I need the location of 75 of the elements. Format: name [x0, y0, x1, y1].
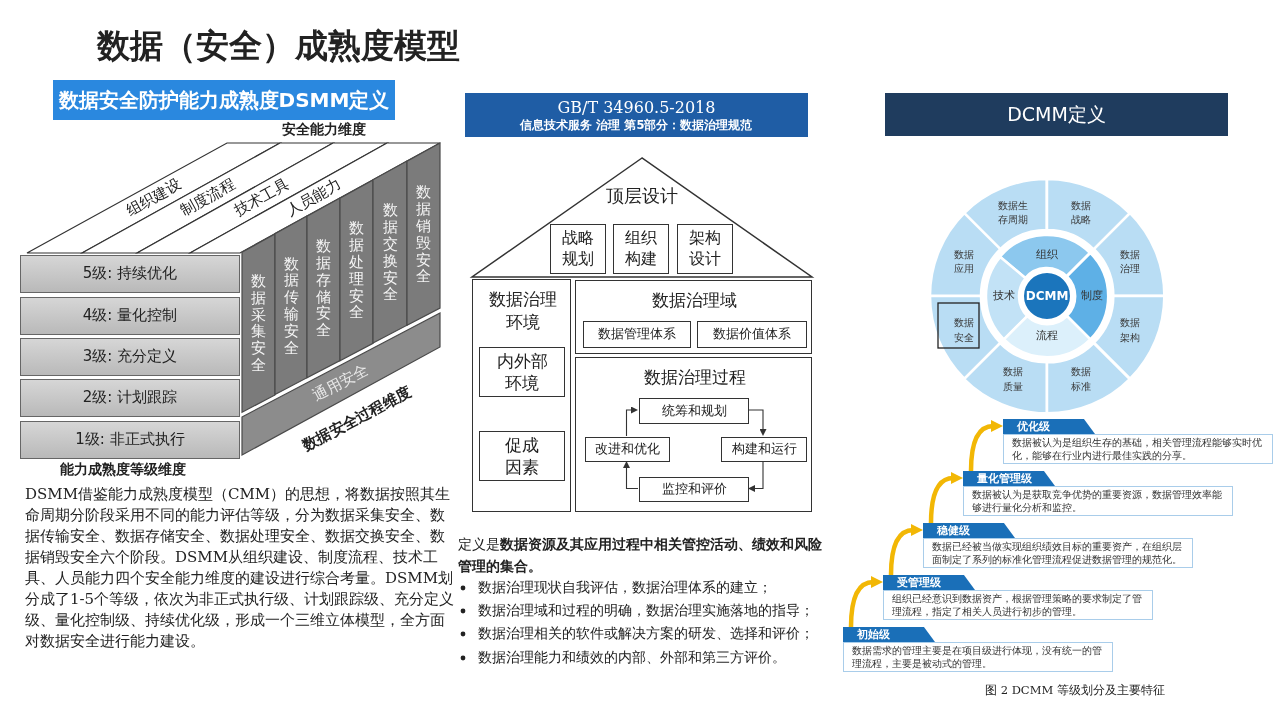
- banner-title: DCMM定义: [1007, 102, 1106, 127]
- level-box: 3级: 充分定义: [20, 338, 240, 376]
- column-label: 数据传输安全: [283, 255, 299, 356]
- bullet-item: 数据治理域和过程的明确，数据治理实施落地的指导；: [478, 602, 814, 620]
- domain-box: 数据管理体系: [583, 321, 691, 348]
- curved-arrow: [888, 524, 923, 576]
- segment-label: 数据安全: [952, 315, 975, 345]
- arrow: [748, 460, 764, 492]
- process-box: 统筹和规划: [639, 398, 749, 424]
- design-box: 战略规划: [550, 224, 606, 274]
- column-label: 数据销毁安全: [416, 184, 431, 285]
- column-label: 数据处理安全: [349, 220, 364, 321]
- segment-label: 数据应用: [952, 247, 975, 276]
- bullet-item: 数据治理相关的软件或解决方案的研发、选择和评价；: [478, 625, 814, 643]
- banner-title: 数据安全防护能力成熟度DSMM定义: [58, 87, 390, 113]
- segment-label: 数据治理: [1119, 247, 1142, 276]
- arrow: [623, 461, 639, 490]
- domain-box: 数据价值体系: [697, 321, 807, 348]
- definition-text: 定义是数据资源及其应用过程中相关管控活动、绩效和风险管理的集合。: [458, 535, 823, 576]
- process-box: 改进和优化: [585, 437, 670, 462]
- level-box: 5级: 持续优化: [20, 255, 240, 293]
- segment-label: 技术: [993, 288, 1015, 304]
- level-box: 2级: 计划跟踪: [20, 379, 240, 417]
- header-banner: [885, 93, 1228, 136]
- design-box: 架构设计: [677, 224, 733, 274]
- factor-box: 内外部环境: [479, 347, 565, 397]
- segment-label: 数据战略: [1070, 198, 1093, 227]
- level-tab: 初始级: [843, 627, 935, 642]
- level-box: 4级: 量化控制: [20, 297, 240, 335]
- panel-heading: 数据治理环境: [487, 288, 558, 334]
- process-box: 构建和运行: [721, 437, 807, 462]
- segment-label: 数据生存周期: [996, 198, 1029, 227]
- description-box: 组织已经意识到数据资产，根据管理策略的要求制定了管理流程，指定了相关人员进行初步的管理。: [883, 590, 1153, 620]
- level-box: 1级: 非正式执行: [20, 421, 240, 459]
- description-box: 数据被认为是组织生存的基础，相关管理流程能够实时优化，能够在行业内进行最佳实践的分享。: [1003, 434, 1273, 464]
- bullet-item: 数据治理能力和绩效的内部、外部和第三方评价。: [478, 649, 786, 667]
- panel-heading: 数据治理域: [651, 289, 738, 312]
- panel-heading: 数据治理过程: [642, 366, 747, 389]
- roof-heading: 顶层设计: [605, 184, 679, 208]
- description-paragraph: DSMM借鉴能力成熟度模型（CMM）的思想，将数据按照其生命周期分阶段采用不同的能力评估等级，分为数据采集安全、数据传输安全、数据存储安全、数据处理安全、数据交换安全、数据销毁安全六个阶段。DSMM从组织建设、制度流程、技术工具、人员能力四个安全能力维度的建设进行综合考量。DSMM划分成了1-5个等级，依次为非正式执行级、计划跟踪级、充分定义级、量化控制级、持续优化级，形成一个三维立体模型，全方面对数据安全进行能力建设。: [25, 484, 456, 652]
- domain-panel: [575, 280, 812, 354]
- description-box: 数据需求的管理主要是在项目级进行体现，没有统一的管理流程，主要是被动式的管理。: [843, 642, 1113, 672]
- page-title: 数据（安全）成熟度模型: [97, 25, 460, 67]
- level-tab: 优化级: [1003, 419, 1095, 434]
- segment-label: 组织: [1036, 247, 1058, 263]
- column-label: 数据存储安全: [316, 237, 331, 339]
- description-box: 数据被认为是获取竞争优势的重要资源，数据管理效率能够进行量化分析和监控。: [963, 486, 1233, 516]
- header-banner: [465, 93, 808, 137]
- banner-subtitle: 信息技术服务 治理 第5部分：数据治理规范: [520, 117, 753, 133]
- arrow: [747, 409, 767, 436]
- segment-label: 数据质量: [1001, 364, 1024, 394]
- process-box: 监控和评价: [639, 477, 749, 502]
- environment-panel: [472, 279, 571, 512]
- segment-label: 流程: [1036, 328, 1058, 344]
- level-tab: 稳健级: [923, 523, 1015, 538]
- description-box: 数据已经被当做实现组织绩效目标的重要资产，在组织层面制定了系列的标准化管理流程促进数据管理的规范化。: [923, 538, 1193, 568]
- segment-label: 制度: [1081, 288, 1103, 304]
- bullet-item: 数据治理现状自我评估，数据治理体系的建立；: [478, 579, 772, 597]
- level-tab: 量化管理级: [963, 471, 1055, 486]
- curved-arrow: [928, 472, 963, 524]
- column-label: 数据交换安全: [382, 202, 398, 303]
- axis-label: 安全能力维度: [282, 121, 366, 139]
- factor-box: 促成因素: [479, 431, 565, 481]
- process-panel: [575, 357, 812, 512]
- curved-arrow: [968, 420, 1003, 472]
- design-box: 组织构建: [613, 224, 669, 274]
- level-tab: 受管理级: [883, 575, 975, 590]
- segment-label: 数据标准: [1070, 364, 1093, 394]
- column-label: 数据采集安全: [251, 272, 266, 374]
- figure-caption: 图 2 DCMM 等级划分及主要特征: [985, 683, 1165, 698]
- banner-title: GB/T 34960.5-2018: [557, 97, 716, 118]
- segment-label: 数据架构: [1119, 315, 1142, 345]
- arrow: [625, 406, 638, 437]
- header-banner: [53, 80, 395, 120]
- curved-arrow: [848, 576, 883, 628]
